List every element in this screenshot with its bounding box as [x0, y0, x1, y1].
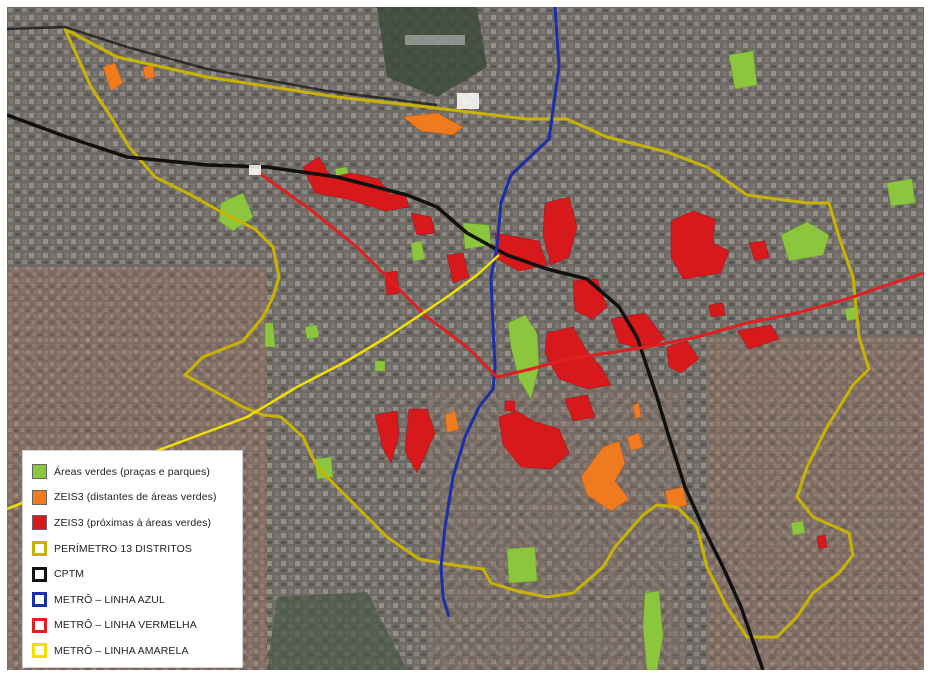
green-area — [506, 546, 538, 584]
legend-label: PERÍMETRO 13 DISTRITOS — [54, 542, 192, 555]
legend-item-perimeter: PERÍMETRO 13 DISTRITOS — [32, 536, 242, 562]
green-areas — [218, 50, 916, 670]
perimeter-13-districts — [63, 27, 871, 639]
zeis3-near-area — [670, 210, 730, 280]
green-area — [304, 324, 320, 340]
legend-label: CPTM — [54, 568, 85, 581]
green-area — [780, 221, 830, 262]
green-area-swatch — [32, 464, 47, 480]
legend-item-zeis3-near: ZEIS3 (próximas à áreas verdes) — [32, 510, 242, 536]
metro-blue-line — [439, 7, 561, 618]
zeis3-near-area — [374, 410, 400, 464]
southwest-park-terrain — [267, 592, 407, 670]
green-area — [886, 178, 916, 207]
station-marker — [457, 93, 479, 109]
zeis3-near-area — [404, 408, 436, 474]
zeis3-distant-area — [402, 112, 464, 136]
legend-label: METRÔ – LINHA AMARELA — [54, 644, 189, 657]
green-area — [507, 314, 540, 400]
green-area — [728, 50, 758, 90]
zeis3-distant-area — [102, 62, 124, 92]
green-area — [642, 590, 664, 670]
station-marker — [249, 165, 261, 175]
zeis3-near-area — [542, 196, 578, 266]
cptm-line — [7, 113, 765, 670]
green-area — [314, 456, 334, 480]
legend-item-zeis3-distant: ZEIS3 (distantes de áreas verdes) — [32, 485, 242, 511]
zeis3-near-area — [498, 410, 570, 470]
metro-red-line — [258, 171, 924, 379]
zeis3-near-area — [748, 240, 770, 262]
satellite-map: Áreas verdes (praças e parques) ZEIS3 (d… — [7, 7, 924, 670]
zeis3-near-area — [708, 302, 726, 318]
metro-blue-swatch — [32, 592, 47, 608]
dark-vegetation — [377, 7, 487, 97]
green-area — [374, 360, 386, 372]
green-area — [790, 520, 806, 536]
metro-red-swatch — [32, 617, 47, 633]
zeis3-distant-area — [142, 64, 156, 80]
cptm-swatch — [32, 566, 47, 582]
legend-label: METRÔ – LINHA AZUL — [54, 593, 165, 606]
zeis3-near-areas — [302, 156, 828, 550]
green-area — [410, 240, 426, 262]
zeis3-near-area — [816, 534, 828, 550]
zeis3-distant-area — [580, 440, 630, 512]
zeis3-distant-area — [626, 432, 644, 452]
legend-item-green-areas: Áreas verdes (praças e parques) — [32, 459, 242, 485]
cptm-line-north — [7, 25, 438, 107]
airfield-strip — [405, 35, 465, 45]
legend-label: ZEIS3 (distantes de áreas verdes) — [54, 491, 217, 504]
zeis3-near-area — [564, 394, 596, 422]
map-legend: Áreas verdes (praças e parques) ZEIS3 (d… — [22, 450, 243, 668]
zeis3-distant-area — [444, 410, 460, 434]
zeis3-near-area — [666, 340, 700, 374]
legend-label: METRÔ – LINHA VERMELHA — [54, 619, 197, 632]
legend-item-metro-red: METRÔ – LINHA VERMELHA — [32, 613, 242, 639]
zeis3-near-swatch — [32, 515, 47, 531]
metro-yellow-swatch — [32, 643, 47, 659]
zeis3-near-area — [736, 324, 780, 350]
perimeter-swatch — [32, 541, 47, 557]
legend-item-metro-yellow: METRÔ – LINHA AMARELA — [32, 638, 242, 664]
legend-item-metro-blue: METRÔ – LINHA AZUL — [32, 587, 242, 613]
zeis3-distant-areas — [102, 62, 688, 512]
legend-label: ZEIS3 (próximas à áreas verdes) — [54, 516, 212, 529]
zeis3-near-area — [446, 252, 470, 284]
legend-label: Áreas verdes (praças e parques) — [54, 465, 211, 478]
legend-item-cptm: CPTM — [32, 561, 242, 587]
zeis3-near-area — [410, 212, 436, 236]
zeis3-distant-area — [664, 486, 688, 510]
zeis3-distant-area — [632, 402, 642, 420]
urban-east — [707, 337, 924, 670]
zeis3-distant-swatch — [32, 489, 47, 505]
zeis3-near-area — [504, 400, 516, 412]
green-area — [264, 322, 276, 348]
